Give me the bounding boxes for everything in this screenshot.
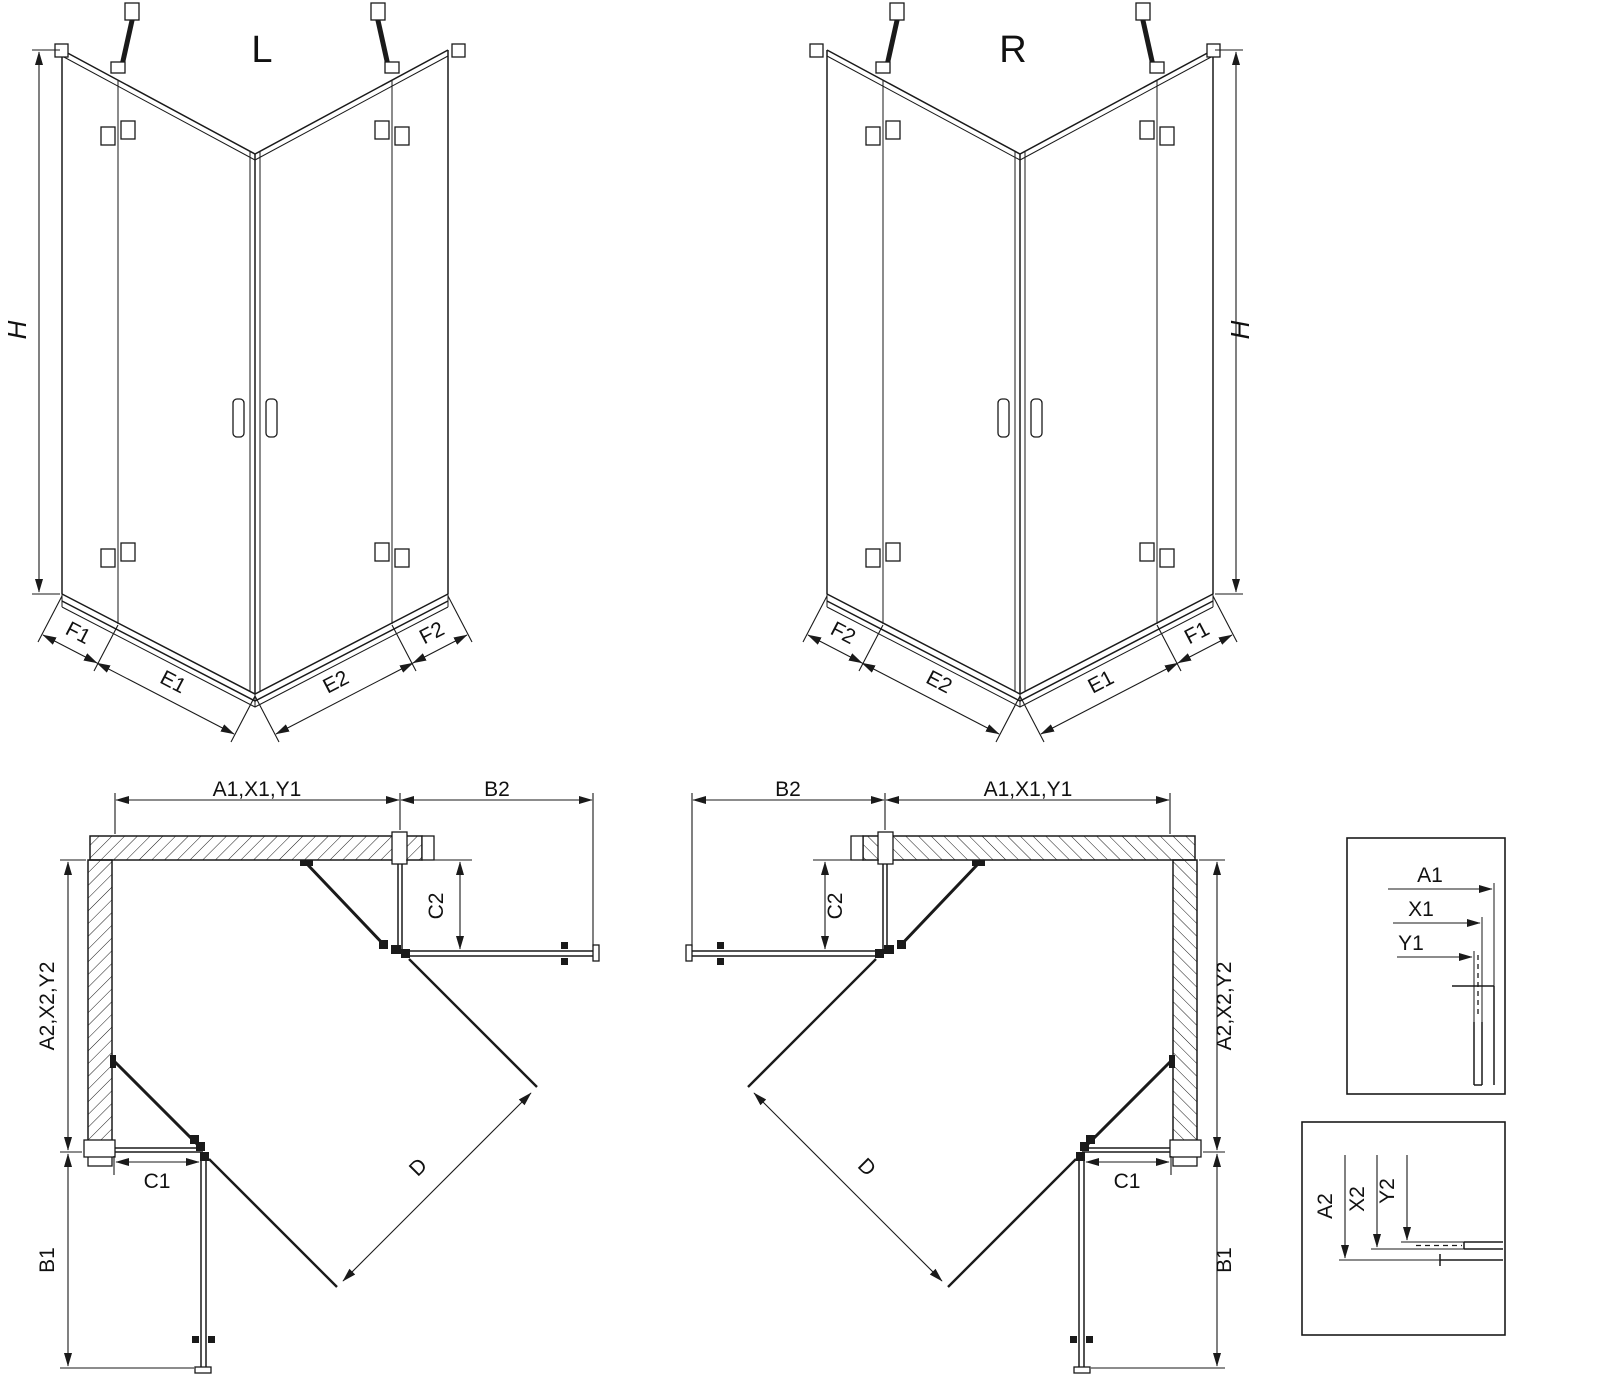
plan-left-b1-label: B1: [36, 1247, 59, 1273]
detail-y1-label: Y1: [1398, 932, 1424, 955]
dim-label-f2-right: F2: [827, 617, 859, 649]
shower-perspective-right: [803, 3, 1243, 742]
detail-box-top: A1 X1 Y1: [1346, 837, 1506, 1095]
plan-view-right: [686, 793, 1225, 1373]
dim-label-f1-right: F1: [1181, 617, 1213, 649]
plan-left-b2-label: B2: [484, 778, 510, 801]
plan-left-width-label: A1,X1,Y1: [213, 778, 302, 801]
plan-right-c1-label: C1: [1114, 1170, 1141, 1193]
dim-label-height-left: H: [2, 320, 32, 339]
dim-label-f1-left: F1: [62, 617, 94, 649]
plan-right-width-label: A1,X1,Y1: [984, 778, 1073, 801]
shower-perspective-left: [32, 3, 472, 742]
plan-right-c2-label: C2: [824, 893, 847, 920]
variant-title-left: L: [251, 29, 272, 71]
variant-title-right: R: [999, 29, 1026, 71]
plan-left-diagonal-label: D: [405, 1154, 432, 1181]
plan-right-b1-label: B1: [1213, 1247, 1236, 1273]
detail-x1-label: X1: [1408, 898, 1434, 921]
plan-right-diagonal-label: D: [853, 1154, 880, 1181]
plan-view-left: [60, 793, 599, 1373]
plan-left-depth-label: A2,X2,Y2: [36, 962, 59, 1051]
dim-label-height-right: H: [1225, 320, 1255, 339]
detail-y2-label: Y2: [1376, 1178, 1399, 1204]
dim-label-f2-left: F2: [416, 617, 448, 649]
detail-x2-label: X2: [1346, 1186, 1369, 1212]
detail-box-bottom: A2 X2 Y2: [1301, 1121, 1506, 1336]
plan-right-depth-label: A2,X2,Y2: [1213, 962, 1236, 1051]
plan-right-b2-label: B2: [775, 778, 801, 801]
detail-a1-label: A1: [1417, 864, 1443, 887]
plan-left-c1-label: C1: [144, 1170, 171, 1193]
plan-left-c2-label: C2: [425, 893, 448, 920]
detail-a2-label: A2: [1314, 1193, 1337, 1219]
